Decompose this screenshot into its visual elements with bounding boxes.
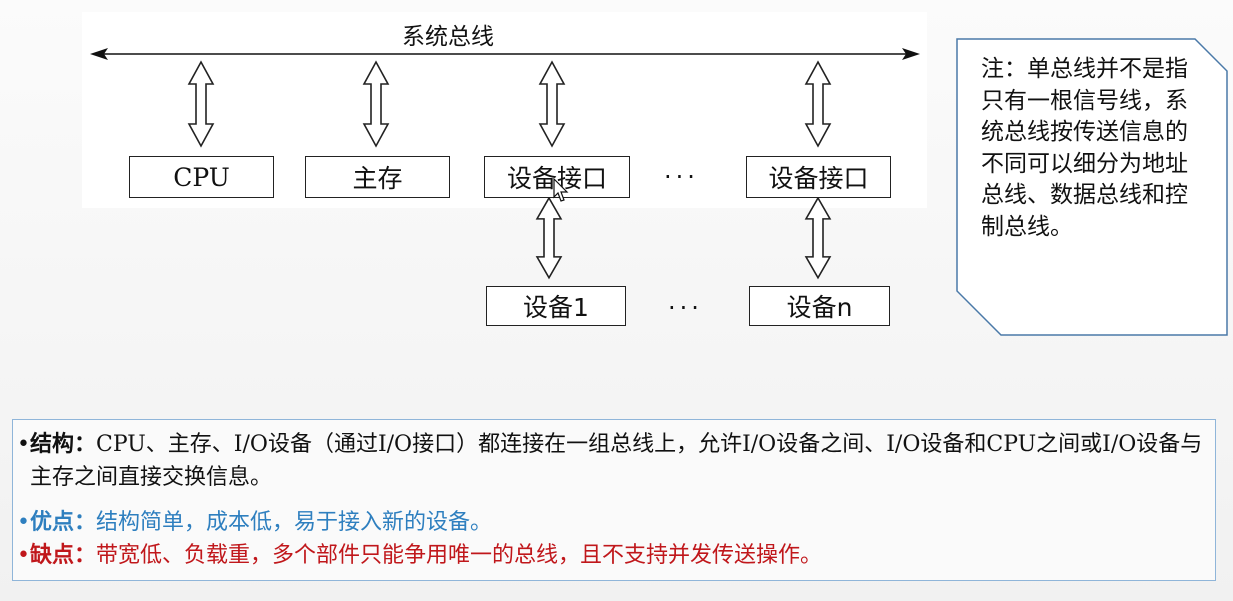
cpu-box: CPU — [129, 156, 274, 198]
cons-text: 带宽低、负载重，多个部件只能争用唯一的总线，且不支持并发传送操作。 — [96, 543, 823, 568]
arrow-bus-cpu — [188, 61, 214, 147]
device-n-box: 设备n — [749, 286, 890, 326]
structure-text: CPU、主存、I/O设备（通过I/O接口）都连接在一组总线上，允许I/O设备之间… — [30, 432, 1203, 490]
cons-key: 缺点： — [30, 542, 97, 568]
note-text: 注：单总线并不是指只有一根信号线，系统总线按传送信息的不同可以细分为地址总线、数… — [981, 56, 1188, 240]
arrow-bus-interface-1 — [539, 61, 565, 147]
pros-bullet: • 优点：结构简单，成本低，易于接入新的设备。 — [17, 506, 1205, 539]
cons-bullet: • 缺点：带宽低、负载重，多个部件只能争用唯一的总线，且不支持并发传送操作。 — [17, 539, 1205, 572]
system-bus-label: 系统总线 — [402, 24, 494, 50]
cpu-label: CPU — [173, 162, 230, 192]
device-n-label: 设备n — [786, 293, 853, 322]
main-memory-box: 主存 — [305, 156, 450, 198]
arrow-bus-memory — [363, 61, 389, 147]
device-1-label: 设备1 — [523, 293, 589, 322]
main-memory-label: 主存 — [352, 164, 403, 193]
pros-text: 结构简单，成本低，易于接入新的设备。 — [96, 510, 493, 535]
summary-box — [12, 419, 1216, 581]
device-interface-n-box: 设备接口 — [746, 156, 891, 198]
structure-key: 结构： — [30, 431, 97, 457]
structure-bullet: • 结构：CPU、主存、I/O设备（通过I/O接口）都连接在一组总线上，允许I/… — [17, 428, 1205, 494]
mouse-cursor-icon — [553, 178, 569, 202]
device-1-box: 设备1 — [486, 286, 626, 326]
pros-key: 优点： — [30, 509, 97, 535]
device-interface-n-label: 设备接口 — [768, 164, 869, 193]
bullet-dot: • — [17, 510, 30, 535]
system-bus-line — [90, 48, 920, 60]
arrow-bus-interface-n — [805, 61, 831, 147]
interface-ellipsis: ··· — [664, 163, 699, 191]
bullet-dot: • — [17, 432, 30, 457]
arrow-interface-device-n — [805, 197, 831, 279]
device-ellipsis: ··· — [668, 294, 703, 322]
bullet-dot: • — [17, 543, 30, 568]
arrow-interface-device-1 — [536, 197, 562, 279]
note-callout — [956, 38, 1228, 336]
